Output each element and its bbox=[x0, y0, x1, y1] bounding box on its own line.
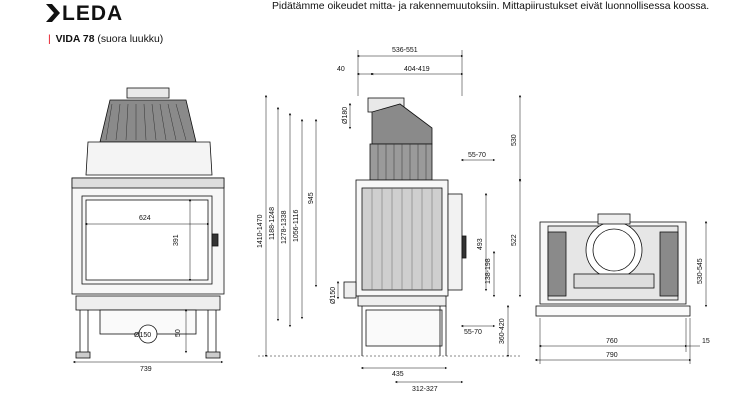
side-convection bbox=[369, 143, 433, 181]
leda-logo-icon bbox=[46, 4, 60, 22]
side-flue-elbow bbox=[371, 103, 433, 145]
dim-clearance-top: 55-70 bbox=[468, 152, 486, 159]
dim-inlet-diameter: Ø150 bbox=[330, 287, 337, 304]
dim-front-total-width: 739 bbox=[140, 366, 152, 373]
product-name: VIDA 78 bbox=[55, 34, 95, 45]
side-frame bbox=[365, 309, 443, 347]
front-hood bbox=[85, 141, 213, 176]
dim-height-2: 1188-1248 bbox=[269, 207, 276, 240]
dim-height-top: 530 bbox=[511, 134, 518, 146]
top-view bbox=[535, 213, 691, 317]
dim-top-depth: 530-545 bbox=[697, 258, 704, 284]
side-door bbox=[447, 193, 463, 291]
dim-height-3: 1278-1338 bbox=[281, 210, 288, 244]
dim-front-outlet: Ø150 bbox=[134, 332, 151, 339]
side-dimensions bbox=[258, 50, 522, 384]
dim-leg-range: 360-420 bbox=[499, 318, 506, 344]
side-handle-icon bbox=[461, 235, 467, 259]
dim-height-4: 1056-1116 bbox=[293, 209, 300, 242]
dim-handle-height: 493 bbox=[477, 238, 484, 250]
dim-base-range: 138-198 bbox=[485, 258, 492, 284]
product-title: | VIDA 78 (suora luukku) bbox=[48, 34, 164, 45]
front-base bbox=[75, 295, 221, 311]
dim-top-width-inner: 760 bbox=[606, 338, 618, 345]
dim-height-1: 1410-1470 bbox=[257, 214, 264, 248]
dim-glass-width: 624 bbox=[139, 215, 151, 222]
dim-rear-depth: 312-327 bbox=[412, 386, 438, 393]
front-dimensions bbox=[72, 198, 224, 364]
front-handle-icon bbox=[211, 233, 219, 247]
side-view bbox=[343, 97, 467, 356]
front-view bbox=[71, 87, 225, 359]
side-base bbox=[357, 295, 447, 307]
dim-body-height: 522 bbox=[511, 234, 518, 246]
dim-flue-diameter: Ø180 bbox=[342, 107, 349, 124]
dim-clearance-bottom: 55-70 bbox=[464, 329, 482, 336]
product-variant: (suora luukku) bbox=[97, 34, 164, 45]
side-inlet bbox=[343, 281, 357, 299]
dim-top-margin: 15 bbox=[702, 338, 710, 345]
brand-name: LEDA bbox=[62, 2, 124, 25]
dim-height-5: 945 bbox=[308, 192, 315, 204]
top-dimensions bbox=[534, 220, 708, 364]
front-flue-collar bbox=[126, 87, 170, 99]
front-convection-head bbox=[99, 99, 197, 143]
disclaimer-text: Pidätämme oikeudet mitta- ja rakennemuut… bbox=[272, 1, 710, 12]
dim-overall-depth: 536-551 bbox=[392, 47, 418, 54]
dim-top-width-total: 790 bbox=[606, 352, 618, 359]
front-glass bbox=[85, 199, 209, 281]
dim-bottom-depth: 435 bbox=[392, 371, 404, 378]
dim-foot-height: 50 bbox=[175, 329, 182, 337]
dim-flue-depth: 404-419 bbox=[404, 66, 430, 73]
dim-glass-height: 391 bbox=[173, 234, 180, 246]
front-outlet bbox=[138, 324, 158, 344]
dim-flue-offset: 40 bbox=[337, 66, 345, 73]
